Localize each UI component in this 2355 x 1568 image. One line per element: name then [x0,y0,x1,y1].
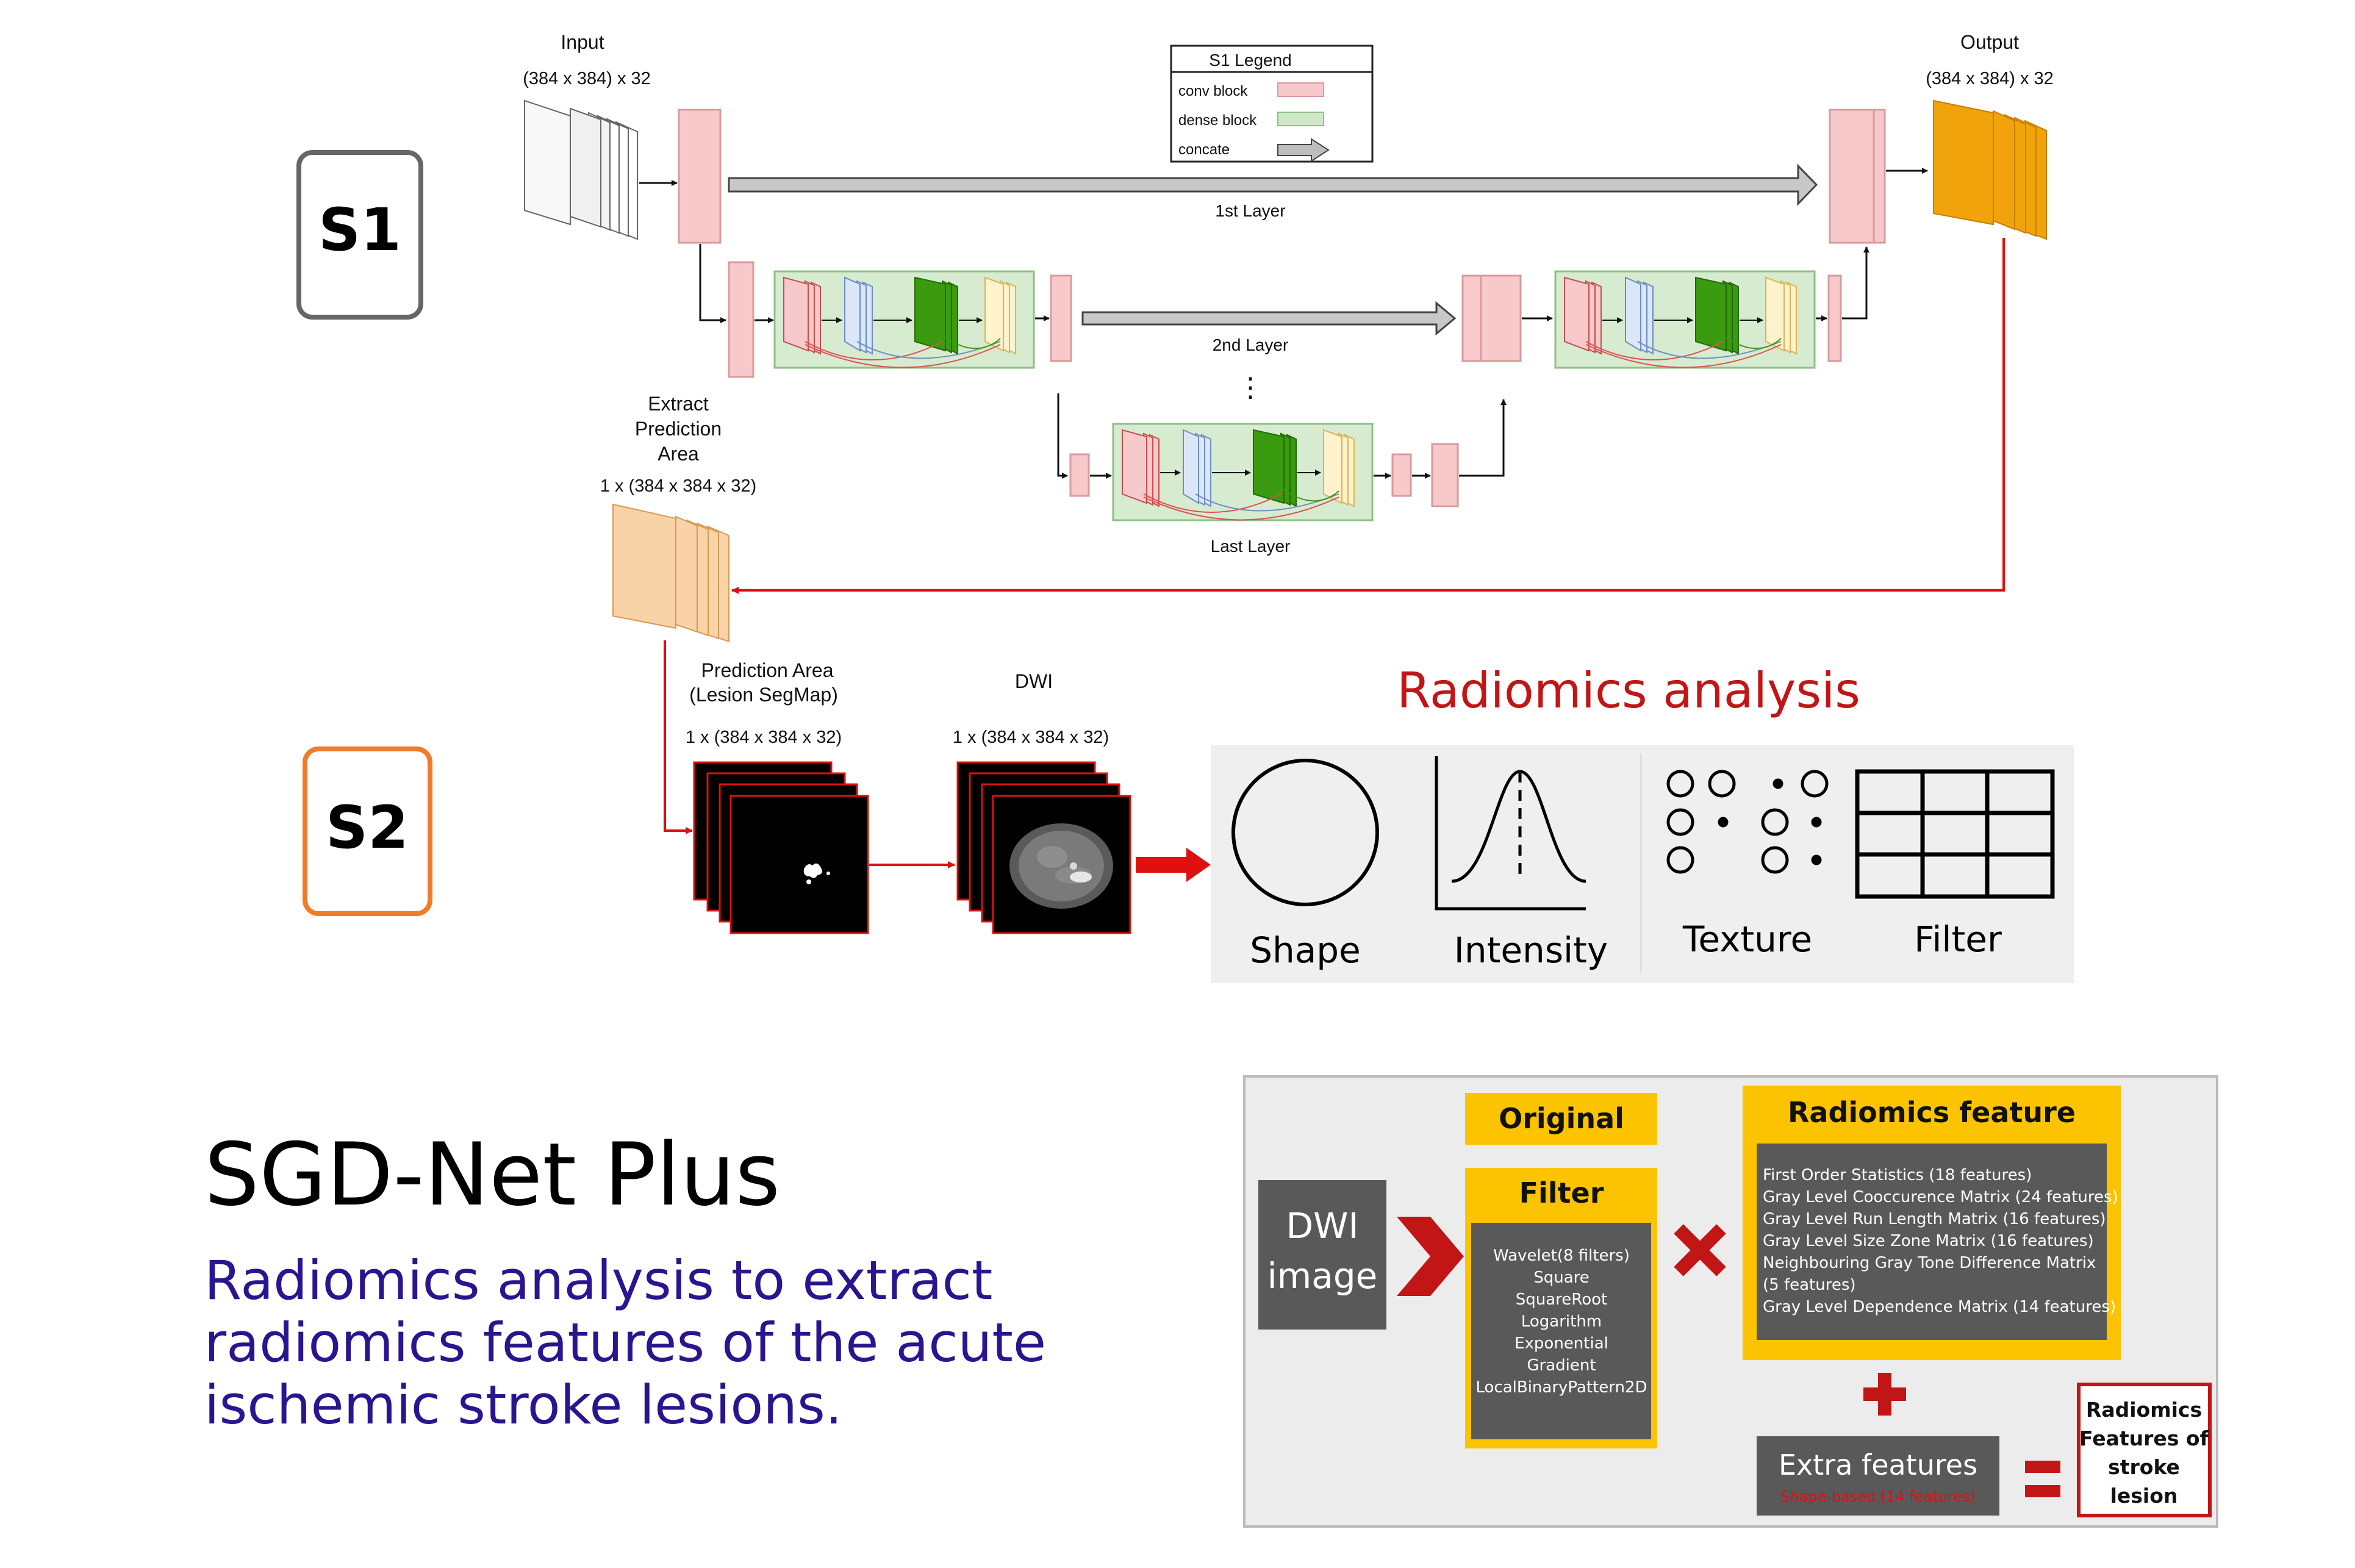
feature-item-2: Gray Level Cooccurence Matrix (24 featur… [1763,1188,2118,1206]
filter-item-7: LocalBinaryPattern2D [1475,1378,1647,1397]
filter-item-3: SquareRoot [1516,1291,1607,1309]
feature-item-4: Gray Level Size Zone Matrix (16 features… [1763,1232,2094,1250]
feature-extraction-panel: DWI image Original Filter Wavelet(8 filt… [1243,1075,2218,1528]
decoder-conv-layer2 [1461,274,1482,362]
radiomics-feature-title: Radiomics feature [1788,1096,2076,1129]
prediction-line1: Prediction Area [701,659,833,681]
subtitle-line-1: Radiomics analysis to extract [204,1249,992,1312]
feature-item-5: Neighbouring Gray Tone Difference Matrix [1763,1254,2096,1272]
lesion-segmap-stack [693,761,869,934]
filter-grid-icon [1855,769,2055,899]
conv-block-1 [678,109,722,244]
radiomics-shape-label: Shape [1250,929,1361,971]
layer-ellipsis: ⋮ [1237,373,1264,403]
original-box [1465,1093,1657,1145]
feature-item-7: Gray Level Dependence Matrix (14 feature… [1763,1298,2116,1316]
decoder-conv-layer1 [1829,109,1875,244]
last-layer-label: Last Layer [1211,537,1291,556]
legend-dense-label: dense block [1178,112,1257,129]
extract-line3: Area [658,443,699,465]
filter-item-5: Exponential [1514,1334,1608,1353]
filter-item-2: Square [1533,1269,1590,1287]
input-volume-stack [524,99,638,240]
shape-icon [1231,759,1379,906]
conv-block-last [1069,453,1090,497]
radiomics-texture-label: Texture [1682,918,1812,960]
dense-block-decoder-2 [1554,270,1816,369]
legend-concate-label: concate [1178,141,1230,158]
legend-title: S1 Legend [1209,51,1291,70]
stage-s2-badge: S2 [303,746,432,916]
radiomics-filter-label: Filter [1914,918,2002,960]
legend-concate-arrow [1277,138,1330,162]
feature-item-3: Gray Level Run Length Matrix (16 feature… [1763,1210,2106,1228]
conv-block-2 [728,261,755,378]
extra-features-box [1757,1436,1999,1516]
feature-item-1: First Order Statistics (18 features) [1763,1166,2032,1184]
dense-block-last [1112,423,1374,521]
dense-block-encoder-2 [773,270,1035,369]
dwi-dims: 1 x (384 x 384 x 32) [953,728,1109,747]
equals-icon [2025,1461,2060,1497]
dwi-to-radiomics-arrow [1136,848,1211,882]
layer1-label: 1st Layer [1215,201,1285,220]
s1-legend: S1 Legend conv block dense block concate [1170,45,1374,163]
dwi-image-line1: DWI [1286,1205,1358,1247]
dwi-image-line2: image [1267,1255,1378,1297]
stage-s1-badge: S1 [296,150,423,320]
prediction-dims: 1 x (384 x 384 x 32) [686,728,842,747]
legend-conv-swatch [1277,82,1324,97]
texture-icon [1666,770,1829,874]
radiomics-title: Radiomics analysis [1397,662,1860,719]
result-box [2077,1383,2212,1517]
output-dims: (384 x 384) x 32 [1926,69,2054,88]
multiply-icon [1674,1224,1726,1276]
result-line-1: Radiomics [2086,1398,2202,1422]
chevron-right-icon [1397,1217,1464,1296]
radiomics-panel: Shape Intensity Texture Filter [1211,745,2074,983]
layer2-label: 2nd Layer [1213,335,1289,354]
extract-dims: 1 x (384 x 384 x 32) [600,476,756,496]
extra-features-sub: Shape-based (14 features) [1780,1488,1976,1505]
input-title: Input [561,31,604,53]
output-volume-stack [1933,99,2047,240]
radiomics-intensity-label: Intensity [1454,929,1608,971]
conv-block-2b [1050,274,1072,362]
result-line-2: Features of [2079,1427,2209,1450]
subtitle-line-2: radiomics features of the acute [204,1311,1046,1374]
skip-arrow-layer1 [728,163,1818,206]
feature-item-6: (5 features) [1763,1276,1856,1294]
filter-box-title: Filter [1519,1176,1604,1209]
plus-icon [1863,1373,1906,1416]
extract-line2: Prediction [635,418,722,440]
intensity-icon [1435,756,1586,911]
extra-features-title: Extra features [1779,1448,1977,1481]
input-dims: (384 x 384) x 32 [523,69,651,88]
filter-item-6: Gradient [1527,1356,1596,1375]
extract-line1: Extract [648,393,709,415]
dwi-volume-stack [956,761,1131,934]
output-title: Output [1960,31,2019,53]
page-title: SGD-Net Plus [204,1125,780,1225]
result-line-3: stroke [2108,1455,2180,1479]
prediction-line2: (Lesion SegMap) [689,684,838,706]
dwi-image-box [1258,1180,1386,1330]
extract-volume-stack [612,503,729,643]
legend-dense-swatch [1277,112,1324,126]
stage-s1-label: S1 [318,196,401,264]
legend-conv-label: conv block [1178,83,1248,99]
decoder-conv-2b [1827,274,1842,362]
output-to-extract-arrow [731,238,2005,594]
filter-item-1: Wavelet(8 filters) [1493,1247,1630,1265]
filter-item-4: Logarithm [1521,1312,1602,1331]
subtitle-line-3: ischemic stroke lesions. [204,1373,842,1436]
skip-arrow-layer2 [1081,301,1457,336]
stage-s2-label: S2 [326,793,409,862]
dwi-title: DWI [1015,670,1053,692]
result-line-4: lesion [2110,1484,2178,1508]
original-label: Original [1499,1102,1624,1135]
